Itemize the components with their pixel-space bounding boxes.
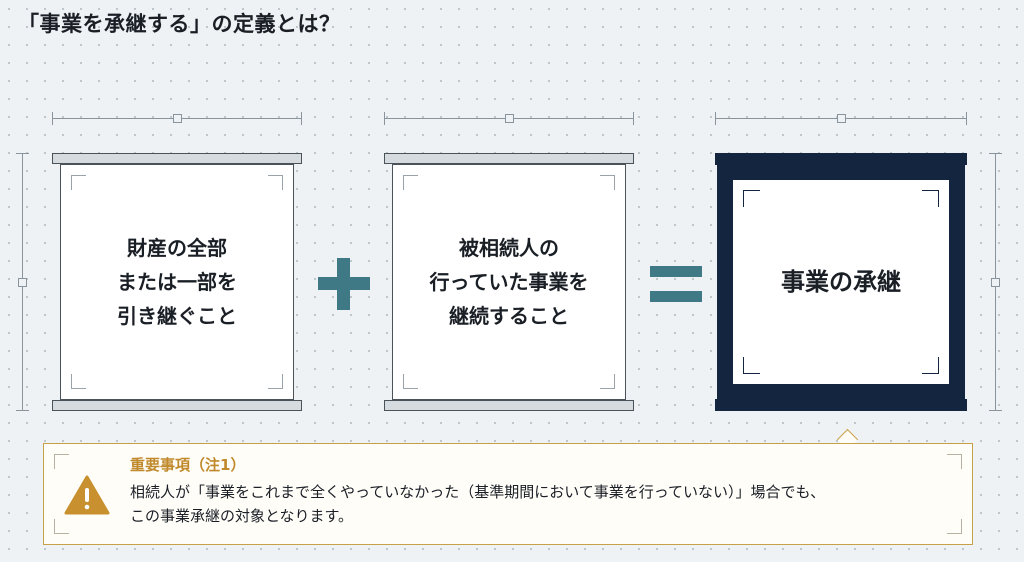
box-text: 事業の承継	[781, 268, 901, 296]
note-body: 相続人が「事業をこれまで全くやっていなかった（基準期間において事業を行っていない…	[130, 483, 826, 525]
height-dimension-line	[16, 153, 29, 411]
scroll-box-inherit-assets: 財産の全部 または一部を 引き継ぐこと	[52, 153, 302, 411]
width-dimension-line	[715, 112, 967, 125]
box-text: 財産の全部 または一部を 引き継ぐこと	[117, 236, 237, 328]
plus-icon	[318, 258, 370, 310]
scroll-box-business-succession: 事業の承継	[715, 153, 967, 411]
height-dimension-line	[989, 153, 1002, 411]
note-heading: 重要事項（注1）	[130, 456, 246, 474]
width-dimension-line	[52, 112, 302, 125]
equals-icon	[650, 266, 702, 302]
warning-icon	[64, 475, 110, 515]
important-note-callout: 重要事項（注1） 相続人が「事業をこれまで全くやっていなかった（基準期間において…	[43, 443, 973, 545]
scroll-box-continue-business: 被相続人の 行っていた事業を 継続すること	[384, 153, 634, 411]
page-title: 「事業を承継する」の定義とは？	[18, 12, 341, 36]
box-text: 被相続人の 行っていた事業を 継続すること	[429, 236, 589, 328]
width-dimension-line	[384, 112, 634, 125]
